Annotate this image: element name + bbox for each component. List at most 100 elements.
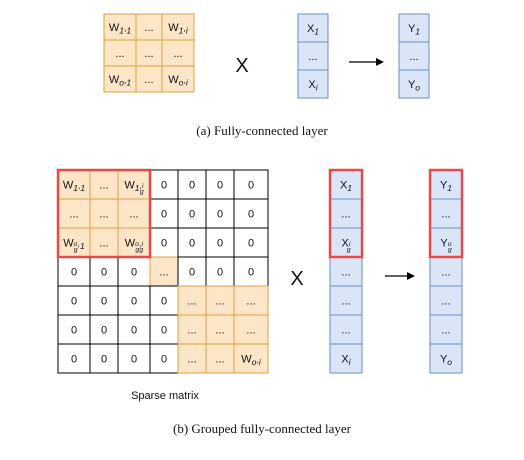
sparse-matrix-cell-label: 0: [189, 237, 195, 249]
sparse-matrix-cell-label: 0: [101, 353, 107, 365]
sparse-matrix-cell: [233, 198, 269, 229]
sparse-matrix-cell-label: ...: [187, 353, 196, 365]
sparse-matrix-cell-label: 0: [131, 295, 137, 307]
bottom-input-cell-label: ...: [341, 208, 350, 220]
sparse-matrix-cell-label: 0: [248, 179, 254, 191]
bottom-input-cell: [329, 285, 363, 316]
sparse-matrix-cell: [177, 285, 207, 316]
bottom-input-cell: [329, 169, 363, 200]
sparse-matrix-cell: [149, 343, 179, 374]
sparse-matrix-cell: [117, 198, 151, 229]
sparse-matrix-cell-label: 0: [71, 353, 77, 365]
sparse-matrix-cell: [89, 314, 119, 345]
matrix-cell-label: Wo​,i​: [168, 74, 189, 87]
sparse-matrix-cell-label: 0: [217, 237, 223, 249]
sparse-matrix-cell-label: 0: [131, 266, 137, 278]
sparse-matrix-cell: [89, 169, 119, 200]
sparse-matrix-cell-label: 0: [189, 208, 195, 220]
top-output-cell-label: Y1​: [408, 23, 420, 36]
sparse-matrix-cell-label: 0: [71, 295, 77, 307]
sparse-matrix-cell-label: 0: [161, 353, 167, 365]
bottom-output-cell: [429, 343, 463, 374]
sparse-matrix-cell-label: ...: [159, 266, 168, 278]
sparse-matrix-cell-label: W1​,1​: [63, 179, 86, 192]
sparse-matrix-cell-label: 0: [161, 208, 167, 220]
bottom-input-cell-label: X1​: [340, 179, 352, 192]
sparse-matrix-cell-label: ...: [246, 324, 255, 336]
top-output-vector: Y1​... Yo​: [398, 13, 430, 99]
sparse-matrix-cell-label: 0: [131, 353, 137, 365]
input-group-highlight: [328, 168, 364, 259]
matrix-cell: [103, 39, 137, 67]
sparse-matrix-cell-label: 0: [131, 324, 137, 336]
sparse-matrix-cell-label: 0: [161, 295, 167, 307]
top-arrow: [349, 58, 384, 66]
sparse-matrix-cell-label: ...: [129, 208, 138, 220]
bottom-input-cell-label: ...: [341, 266, 350, 278]
bottom-output-cell: [429, 256, 463, 287]
bottom-output-vector: Y1​...Yog​.........Yo​: [429, 169, 463, 374]
sparse-matrix-cell: [205, 169, 235, 200]
sparse-matrix-cell-label: 0: [161, 237, 167, 249]
top-output-cell-label: ...: [409, 51, 418, 63]
sparse-matrix-cell-label: 0: [248, 208, 254, 220]
sparse-matrix-cell-label: 0: [161, 179, 167, 191]
bottom-output-cell-label: ...: [441, 324, 450, 336]
bottom-output-cell-label: Yog​: [440, 237, 452, 253]
sparse-matrix-cell-label: 0: [71, 266, 77, 278]
bottom-output-cell-label: Yo​: [440, 353, 452, 366]
matrix-cell-label: W1​,i​: [168, 22, 189, 35]
matrix-cell-label: Wo​,1​: [109, 74, 132, 87]
sparse-matrix-cell: [57, 343, 91, 374]
sparse-matrix-cell: [89, 343, 119, 374]
sparse-matrix-cell-label: Wog​,1​: [63, 237, 85, 253]
sparse-matrix-cell: [205, 343, 235, 374]
sparse-matrix-cell: [177, 198, 207, 229]
sparse-matrix-cell-label: Wog​,ig​: [125, 237, 144, 253]
sparse-matrix-cell: [89, 285, 119, 316]
bottom-output-cell-label: ...: [441, 266, 450, 278]
bottom-input-vector: X1​...Xig​.........Xi​: [329, 169, 363, 374]
output-group-highlight: [428, 168, 464, 259]
sparse-matrix-cell: [57, 314, 91, 345]
sparse-matrix-cell: [57, 285, 91, 316]
sparse-matrix-cell: [117, 256, 151, 287]
top-input-cell: [297, 41, 329, 71]
top-output-cell: [398, 41, 430, 71]
sparse-matrix-cell-label: W1​,ig​: [124, 179, 144, 195]
sparse-matrix-cell: [233, 256, 269, 287]
sparse-matrix-cell-label: 0: [217, 179, 223, 191]
top-multiply-sign: X: [235, 55, 248, 77]
sparse-matrix-cell: [205, 198, 235, 229]
sparse-matrix-cell-label: ...: [187, 295, 196, 307]
bottom-input-cell-label: ...: [341, 295, 350, 307]
bottom-output-cell-label: ...: [441, 295, 450, 307]
top-input-cell-label: Xi​: [308, 79, 318, 92]
bottom-multiply-sign: X: [290, 268, 303, 290]
top-input-vector: X1​...Xi​: [297, 13, 329, 99]
matrix-cell-label: ...: [144, 48, 153, 60]
sparse-matrix-cell-label: ...: [215, 353, 224, 365]
sparse-matrix-cell: [149, 285, 179, 316]
sparse-matrix-cell-label: ...: [99, 208, 108, 220]
sparse-matrix-cell-label: 0: [101, 295, 107, 307]
bottom-input-cell: [329, 198, 363, 229]
sparse-matrix-cell-label: ...: [187, 324, 196, 336]
matrix-cell: [161, 13, 195, 41]
bottom-input-cell-label: Xig​: [341, 237, 350, 253]
sparse-matrix-cell: [205, 314, 235, 345]
top-output-cell-label: Yo​: [408, 79, 420, 92]
bottom-output-cell-label: ...: [441, 208, 450, 220]
sparse-matrix-cell-label: 0: [189, 266, 195, 278]
sparse-matrix-cell-label: 0: [189, 179, 195, 191]
sparse-matrix-cell: [117, 314, 151, 345]
sparse-matrix-cell-label: 0: [101, 266, 107, 278]
bottom-output-cell: [429, 227, 463, 258]
sparse-matrix-cell-label: ...: [99, 237, 108, 249]
matrix-cell-label: ...: [144, 74, 153, 86]
sparse-matrix-cell-label: ...: [215, 295, 224, 307]
matrix-cell-label: ...: [173, 48, 182, 60]
top-output-cell: [398, 69, 430, 99]
bottom-input-cell: [329, 343, 363, 374]
top-input-cell-label: X1​: [307, 23, 319, 36]
